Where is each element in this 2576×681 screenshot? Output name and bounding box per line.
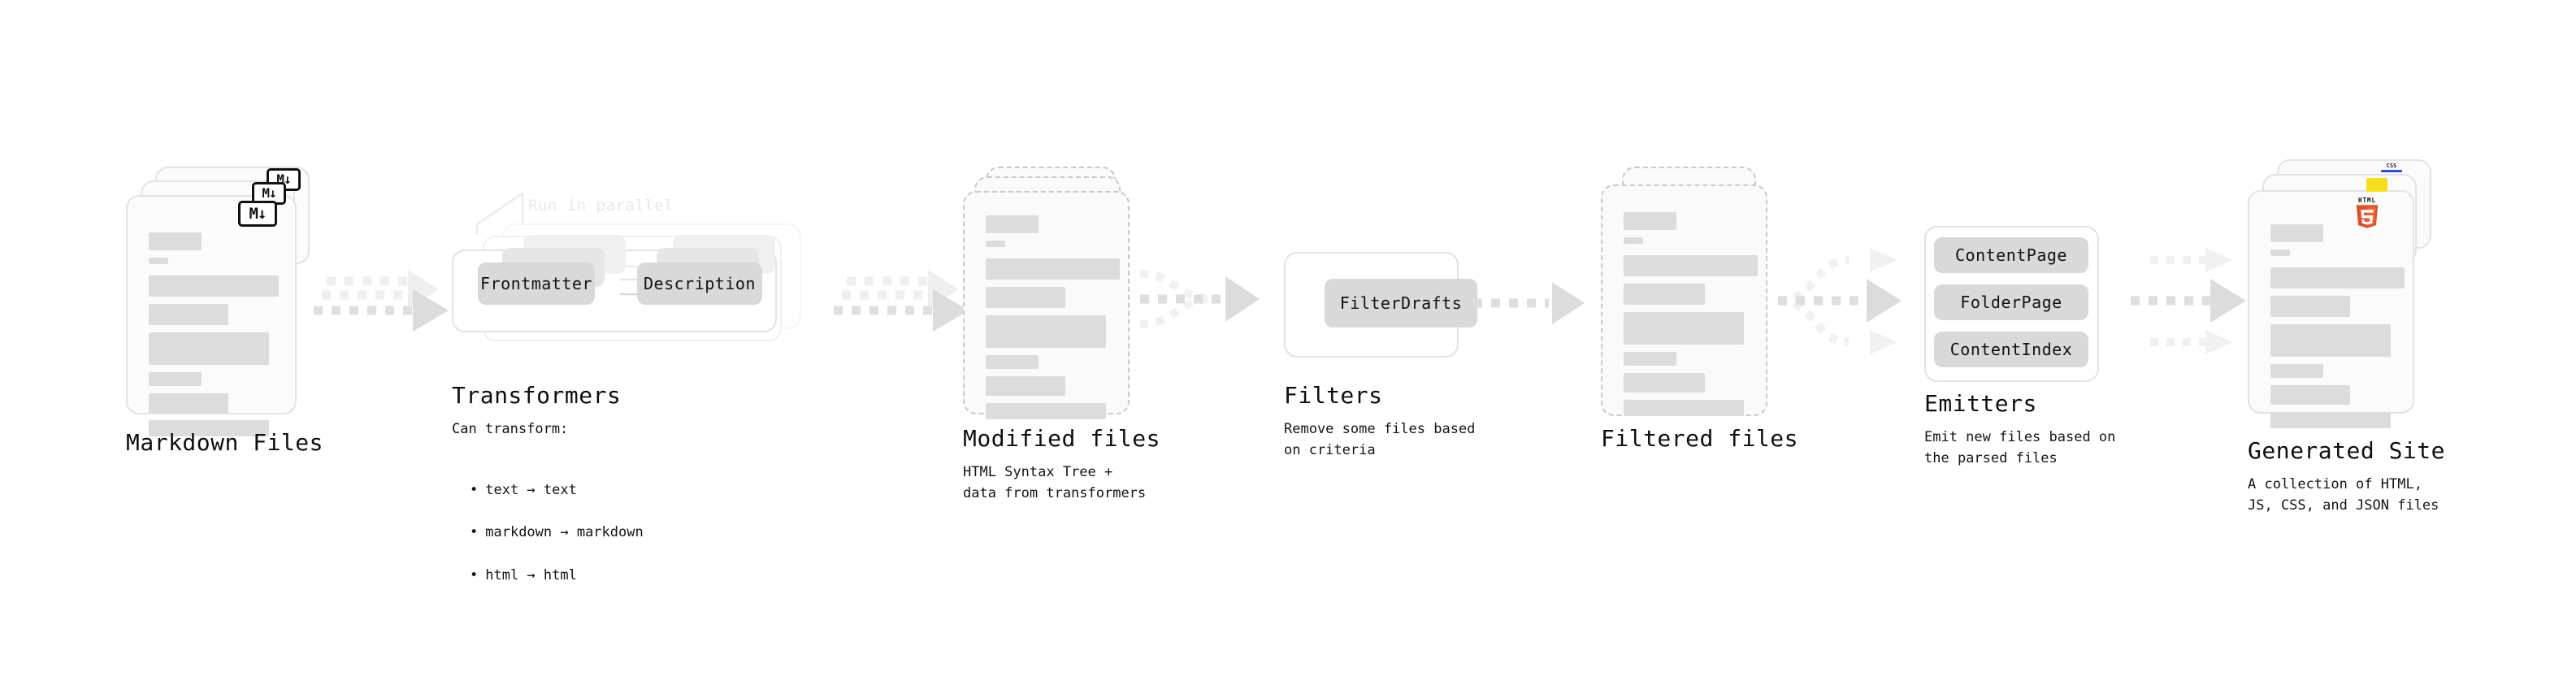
transformers-bullets: text → text markdown → markdown html → h… bbox=[455, 436, 644, 629]
filtered-card-lines bbox=[1624, 212, 1758, 423]
filters-title: Filters bbox=[1284, 382, 1383, 409]
markdown-files-card-stack: M↓ M↓ M↓ bbox=[126, 167, 313, 436]
markdown-badge: M↓ bbox=[238, 201, 277, 227]
transformers-group-stack: Frontmatter Description bbox=[452, 223, 826, 358]
arrow-transformers-to-modified bbox=[834, 270, 969, 332]
emitters-description: Emit new files based on the parsed files bbox=[1924, 429, 2116, 467]
filter-pill-filterdrafts[interactable]: FilterDrafts bbox=[1325, 279, 1477, 327]
filters-description: Remove some files based on criteria bbox=[1284, 421, 1476, 459]
markdown-card-front bbox=[126, 195, 297, 436]
filtered-files-title: Filtered files bbox=[1601, 425, 1799, 452]
generated-site-description: A collection of HTML, JS, CSS, and JSON … bbox=[2248, 476, 2439, 514]
site-card-front bbox=[2248, 190, 2414, 428]
filtered-files-card-stack bbox=[1601, 167, 1780, 427]
transformer-bullet-markdown: markdown → markdown bbox=[470, 522, 643, 543]
modified-card-front bbox=[963, 191, 1130, 419]
js-badge bbox=[2366, 178, 2387, 192]
generated-site-title: Generated Site bbox=[2248, 437, 2446, 464]
arrow-filtered-to-emitters bbox=[1777, 248, 1902, 354]
html5-badge: HTML bbox=[2353, 197, 2381, 229]
transformer-bullet-text: text → text bbox=[470, 479, 644, 501]
markdown-files-title: Markdown Files bbox=[126, 429, 324, 456]
arrow-markdown-to-transformers bbox=[314, 270, 449, 332]
filtered-card-front bbox=[1601, 184, 1767, 416]
css-badge-bar bbox=[2381, 170, 2402, 172]
arrow-filters-to-filtered bbox=[1473, 282, 1585, 324]
emitter-pill-contentindex[interactable]: ContentIndex bbox=[1934, 332, 2088, 367]
modified-card-lines bbox=[986, 215, 1120, 427]
arrow-modified-to-filters bbox=[1139, 270, 1260, 328]
html5-badge-label: HTML bbox=[2357, 197, 2377, 204]
transformer-bullet-html: html → html bbox=[470, 565, 644, 586]
generated-site-card-stack: CSS HTML bbox=[2248, 159, 2435, 428]
markdown-card-lines bbox=[149, 232, 279, 444]
transformers-title: Transformers bbox=[452, 382, 622, 409]
transformers-description: Can transform: bbox=[452, 421, 569, 437]
modified-files-description: HTML Syntax Tree + data from transformer… bbox=[963, 464, 1147, 502]
transformer-pill-frontmatter[interactable]: Frontmatter bbox=[478, 262, 595, 305]
emitter-pill-contentpage[interactable]: ContentPage bbox=[1934, 237, 2088, 273]
modified-files-card-stack bbox=[963, 167, 1142, 427]
css-badge: CSS bbox=[2381, 163, 2402, 174]
run-in-parallel-bracket bbox=[475, 191, 524, 234]
modified-files-title: Modified files bbox=[963, 425, 1161, 452]
run-in-parallel-label: Run in parallel bbox=[528, 197, 674, 215]
css-badge-label: CSS bbox=[2386, 163, 2397, 169]
site-card-lines bbox=[2270, 224, 2405, 436]
arrow-emitters-to-site bbox=[2131, 248, 2246, 354]
emitters-title: Emitters bbox=[1924, 390, 2037, 417]
emitter-pill-folderpage[interactable]: FolderPage bbox=[1934, 284, 2088, 320]
transformer-pill-description[interactable]: Description bbox=[637, 262, 762, 305]
